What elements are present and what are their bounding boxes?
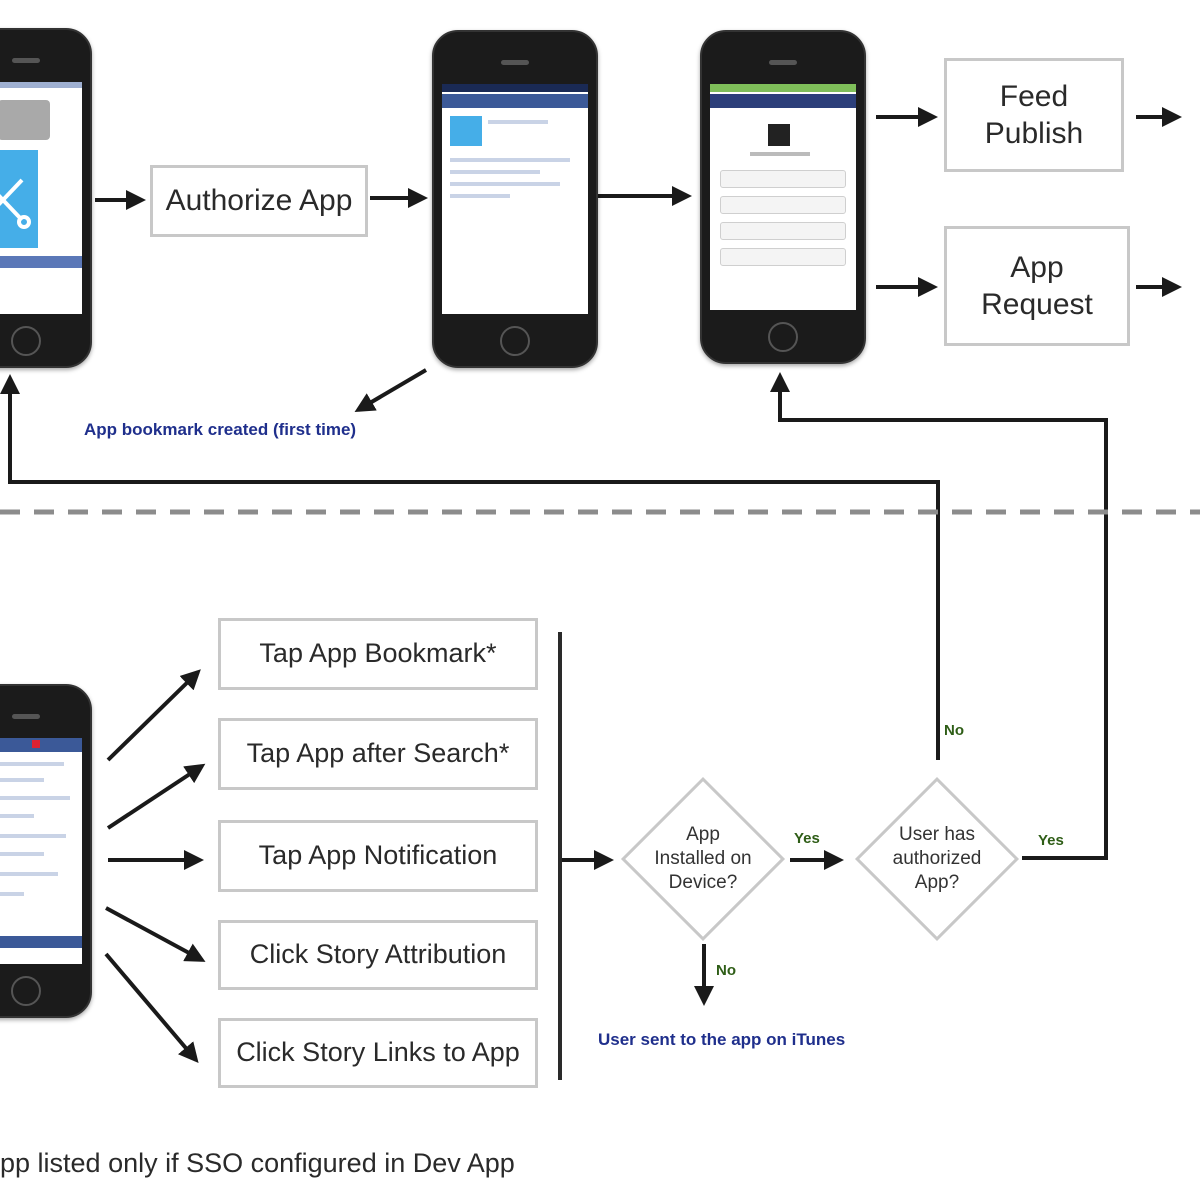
entry-box-search: Tap App after Search*: [218, 718, 538, 790]
phone-speaker: [12, 58, 40, 63]
app-request-box: App Request: [944, 226, 1130, 346]
authorized-yes-label: Yes: [1038, 832, 1064, 849]
entry-label: Click Story Links to App: [236, 1037, 520, 1068]
itunes-note: User sent to the app on iTunes: [598, 1030, 846, 1049]
notification-badge: [32, 740, 40, 748]
decision-app-installed: App Installed on Device?: [620, 776, 786, 942]
app-icon: [0, 150, 38, 248]
phone-authorize-dialog: [432, 30, 598, 368]
entry-label: Tap App after Search*: [246, 738, 510, 769]
app-logo-image: [0, 100, 50, 140]
feed-publish-box: Feed Publish: [944, 58, 1124, 172]
decision-authorized-label: User has authorized App?: [892, 824, 982, 893]
menu-option: [720, 196, 846, 214]
entry-box-story-links: Click Story Links to App: [218, 1018, 538, 1088]
entry-label: Tap App Notification: [258, 840, 498, 871]
arrow-fan-1: [106, 669, 201, 762]
arrow-authorized-yes-loop: [770, 372, 1108, 860]
app-thumbnail-icon: [450, 116, 482, 146]
app-request-label: App Request: [981, 250, 1093, 322]
entry-label: Tap App Bookmark*: [259, 638, 497, 669]
home-button-icon: [768, 322, 798, 352]
entry-box-story-attribution: Click Story Attribution: [218, 920, 538, 990]
phone-speaker: [12, 714, 40, 719]
sso-footnote: pp listed only if SSO configured in Dev …: [0, 1148, 515, 1178]
phone-screen: [442, 84, 588, 314]
home-button-icon: [500, 326, 530, 356]
authorized-no-label: No: [944, 722, 964, 739]
feed-publish-label: Feed Publish: [984, 79, 1084, 151]
bookmark-created-note: App bookmark created (first time): [84, 420, 357, 439]
arrow-authorized-no-loop: [0, 374, 940, 760]
arrow-to-bookmark-note: [354, 368, 428, 413]
phone-app-menu: [700, 30, 866, 364]
entry-box-notification: Tap App Notification: [218, 820, 538, 892]
authorize-app-label: Authorize App: [165, 184, 353, 218]
arrow-fan-5: [104, 952, 199, 1064]
avatar: [768, 124, 790, 146]
entry-box-bookmark: Tap App Bookmark*: [218, 618, 538, 690]
phone-screen: [0, 82, 82, 314]
installed-yes-label: Yes: [794, 830, 820, 847]
home-button-icon: [11, 326, 41, 356]
phone-facebook-feed: [0, 684, 92, 1018]
menu-option: [720, 222, 846, 240]
entry-label: Click Story Attribution: [249, 939, 507, 970]
phone-speaker: [501, 60, 529, 65]
phone-speaker: [769, 60, 797, 65]
decision-user-authorized: User has authorized App?: [854, 776, 1020, 942]
arrow-fan-4: [105, 906, 206, 962]
installed-no-label: No: [716, 962, 736, 979]
decision-installed-label: App Installed on Device?: [654, 824, 752, 893]
phone-screen: [710, 84, 856, 310]
home-button-icon: [11, 976, 41, 1006]
phone-screen: [0, 738, 82, 964]
menu-option: [720, 170, 846, 188]
menu-option: [720, 248, 846, 266]
authorize-app-box: Authorize App: [150, 165, 368, 237]
phone-app-landing: [0, 28, 92, 368]
arrow-fan-2: [106, 763, 206, 830]
